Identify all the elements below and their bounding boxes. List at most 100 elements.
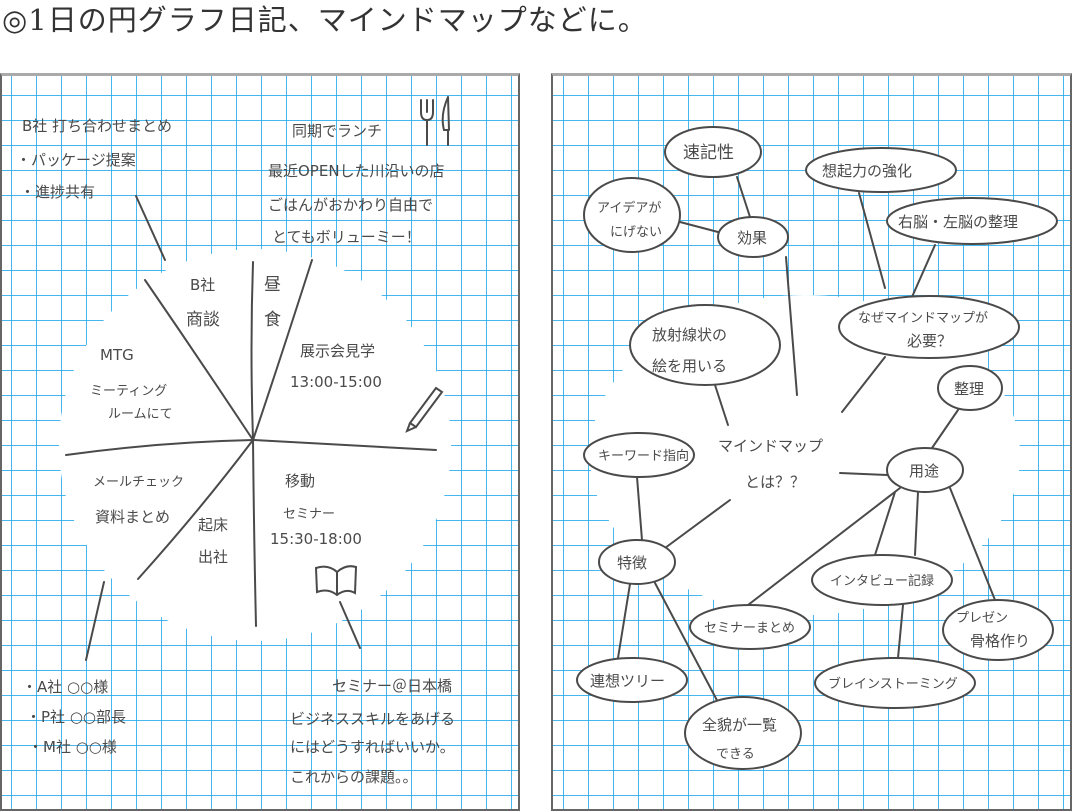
handwritten-text: これからの課題。。	[290, 768, 418, 786]
handwritten-text: セミナー	[283, 507, 335, 522]
ink-line	[714, 384, 729, 426]
handwritten-text: 必要？	[907, 332, 952, 350]
node-seminar: セミナーまとめ	[689, 604, 811, 650]
ink-line	[949, 487, 996, 601]
handwritten-text: B社	[190, 276, 215, 294]
handwritten-text: 効果	[737, 229, 767, 247]
handwritten-text: にはどうすればいいか。	[290, 738, 455, 756]
handwritten-text: 骨格作り	[970, 632, 1030, 650]
handwritten-text: ・進捗共有	[20, 183, 95, 201]
ink-line	[839, 472, 888, 476]
ink-line	[931, 409, 959, 449]
handwritten-text: 起床	[198, 516, 228, 534]
handwritten-text: 商談	[186, 310, 220, 330]
handwritten-text: できる	[716, 747, 755, 762]
handwritten-text: ミーティング	[90, 384, 167, 399]
handwritten-text: 用途	[909, 462, 939, 480]
book-icon	[314, 565, 358, 597]
node-bubble	[937, 365, 1003, 411]
handwritten-text: 昼	[264, 275, 281, 295]
node-bubble	[838, 295, 1020, 359]
handwritten-text: にげない	[610, 225, 662, 240]
pie-white-area	[59, 249, 451, 641]
node-bubble	[886, 447, 964, 493]
handwritten-text: 速記性	[683, 143, 734, 163]
node-bubble	[629, 304, 781, 386]
node-bubble	[576, 657, 688, 703]
handwritten-text: メールチェック	[93, 475, 184, 490]
node-bubble	[598, 539, 676, 585]
ink-line	[914, 491, 919, 556]
leader-line	[135, 195, 166, 261]
node-bubble	[811, 554, 953, 606]
ink-line	[420, 99, 434, 146]
ink-line	[405, 386, 444, 433]
pie-dividers	[65, 259, 437, 627]
handwritten-text: MTG	[100, 346, 134, 364]
ink-line	[858, 192, 886, 289]
handwritten-text: 想起力の強化	[822, 162, 912, 180]
handwritten-text: ・A社 ○○様	[22, 678, 108, 696]
page-heading: ◎1日の円グラフ日記、マインドマップなどに。	[2, 3, 648, 37]
node-interview: インタビュー記録	[811, 554, 953, 606]
handwritten-text: 絵を用いる	[652, 357, 727, 375]
ink-line	[314, 565, 358, 597]
ink-line	[897, 604, 904, 659]
handwritten-text: アイデアが	[597, 200, 661, 216]
handwritten-text: B社 打ち合わせまとめ	[22, 117, 172, 135]
node-effect: 効果	[717, 216, 789, 258]
handwritten-text: ブレインストーミング	[828, 676, 958, 692]
meeting-note: B社 打ち合わせまとめ ・パッケージ提案 ・進捗共有	[16, 117, 172, 201]
handwritten-text: とは？？	[745, 473, 805, 491]
lunch-note: 同期でランチ 最近OPENした川沿いの店 ごはんがおかわり自由で とてもボリュー…	[268, 122, 445, 246]
node-bubble	[886, 197, 1058, 245]
handwritten-text: 出社	[198, 548, 228, 566]
pie-divider	[137, 439, 254, 580]
handwritten-text: セミナー＠日本橋	[332, 677, 452, 695]
node-use: 用途	[886, 447, 964, 493]
leader-line	[85, 581, 105, 661]
handwritten-text: プレゼン	[956, 611, 1008, 626]
ink-line	[654, 582, 721, 707]
pie-divider	[144, 279, 254, 441]
handwritten-text: ルームにて	[108, 407, 173, 422]
pie-divider	[250, 261, 254, 441]
mindmap-center: マインドマップ とは？？	[718, 437, 823, 491]
ink-line	[679, 221, 719, 233]
leader-line	[339, 601, 361, 649]
handwritten-text: 移動	[285, 472, 315, 490]
node-brainstorm: ブレインストーミング	[814, 657, 976, 709]
ink-line	[874, 491, 896, 556]
handwritten-text: 同期でランチ	[292, 122, 382, 140]
handwritten-text: ・M社 ○○様	[28, 738, 117, 756]
handwritten-text: ・P社 ○○部長	[26, 708, 126, 726]
handwritten-text: セミナーまとめ	[704, 621, 795, 636]
node-bubble	[942, 599, 1054, 661]
mindmap-connectors	[617, 176, 996, 707]
handwritten-text: なぜマインドマップが	[858, 311, 988, 326]
handwritten-text: 連想ツリー	[590, 672, 665, 690]
handwritten-text: ・パッケージ提案	[16, 151, 136, 169]
ink-line	[911, 244, 936, 298]
handwritten-text: キーワード指向	[598, 448, 689, 464]
handwritten-text: マインドマップ	[718, 437, 823, 455]
ink-line	[636, 476, 643, 541]
node-bubble	[583, 177, 681, 253]
handwritten-text: 全貌が一覧	[702, 716, 777, 734]
seminar-note: セミナー＠日本橋 ビジネススキルをあげる にはどうすればいいか。 これからの課題…	[290, 677, 455, 786]
pie-divider	[252, 439, 257, 627]
node-bubble	[684, 696, 802, 770]
node-bubble	[689, 604, 811, 650]
node-feature: 特徴	[598, 539, 676, 585]
node-bubble	[583, 432, 695, 478]
ink-line	[617, 583, 631, 659]
handwritten-text: 13:00-15:00	[290, 373, 382, 391]
node-bubble	[664, 126, 762, 178]
ink-line	[785, 256, 798, 396]
handwritten-text: ビジネススキルをあげる	[290, 710, 455, 728]
handwritten-text: 最近OPENした川沿いの店	[268, 162, 445, 180]
pie-labels: B社 商談 昼 食 MTG ミーティング ルームにて 展示会見学 13:00-1…	[90, 275, 382, 566]
